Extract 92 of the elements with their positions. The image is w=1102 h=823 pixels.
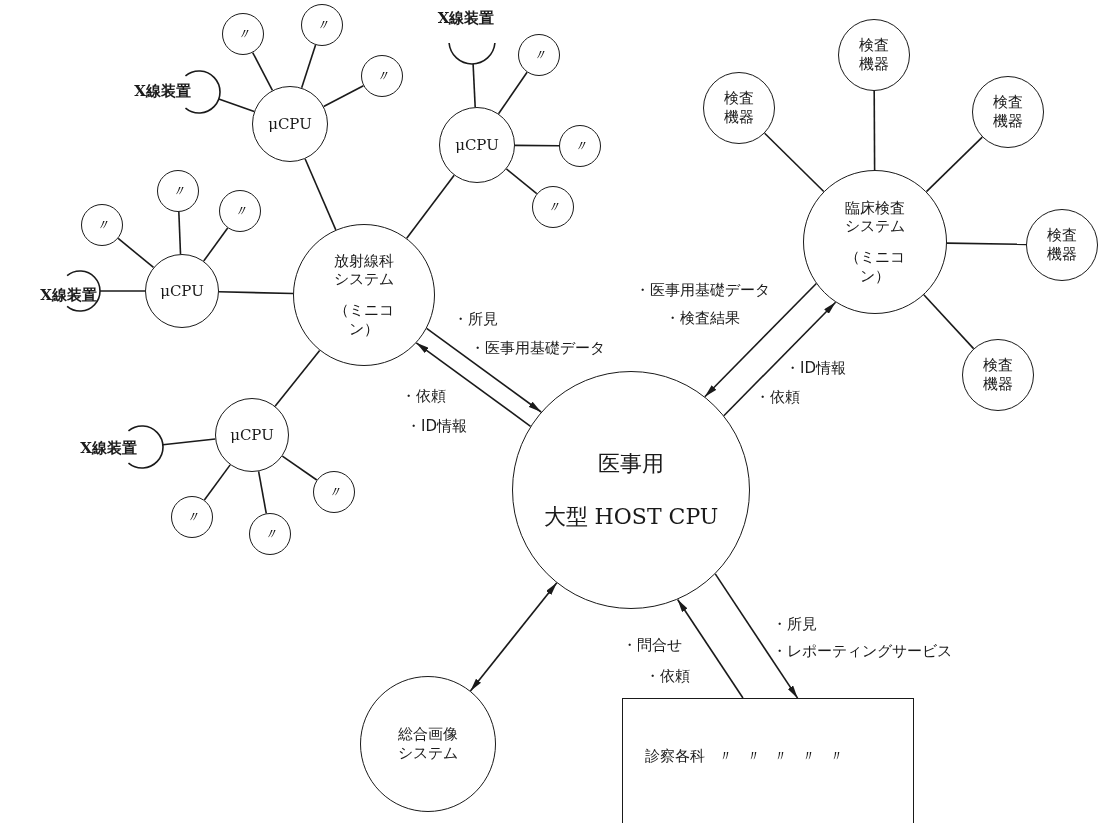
instrument-label: 検査機器 bbox=[992, 93, 1024, 131]
device-circle bbox=[301, 4, 343, 46]
connector-line bbox=[251, 51, 274, 92]
connector-line bbox=[300, 44, 317, 89]
connector-line bbox=[218, 291, 294, 295]
connector-line bbox=[405, 174, 455, 240]
cpu-circle bbox=[439, 107, 515, 183]
x-ray-device-label: X線装置 bbox=[80, 438, 137, 458]
connector-line bbox=[281, 455, 318, 481]
cpu-circle bbox=[215, 398, 289, 472]
arrow bbox=[704, 282, 818, 398]
system-label: 総合画像システム bbox=[397, 725, 459, 763]
device-circle bbox=[361, 55, 403, 97]
data-item-label: ・検査結果 bbox=[665, 308, 740, 328]
data-item-label: ・依頼 bbox=[645, 666, 690, 686]
connector-line bbox=[304, 158, 337, 231]
connector-line bbox=[178, 211, 182, 255]
arrow bbox=[676, 598, 744, 699]
connector-line bbox=[472, 63, 476, 108]
arrow bbox=[714, 573, 799, 699]
connector-line bbox=[497, 71, 528, 115]
host-label: 大型 HOST CPU bbox=[543, 503, 719, 531]
data-item-label: ・ID情報 bbox=[785, 358, 846, 378]
x-ray-device-label: X線装置 bbox=[40, 285, 97, 305]
device-circle bbox=[171, 496, 213, 538]
data-item-label: ・依頼 bbox=[401, 386, 446, 406]
minicomputer-label: （ミニコン） bbox=[844, 248, 906, 286]
arrow bbox=[469, 582, 558, 692]
device-circle bbox=[157, 170, 199, 212]
cpu-label: μCPU bbox=[230, 425, 274, 445]
connector-line bbox=[763, 132, 825, 193]
ditto-mark: 〃 bbox=[262, 524, 278, 544]
ditto-mark: 〃 bbox=[170, 181, 186, 201]
ditto-mark: 〃 bbox=[94, 215, 110, 235]
connector-line bbox=[257, 470, 268, 515]
data-item-label: ・所見 bbox=[772, 614, 817, 634]
device-circle bbox=[81, 204, 123, 246]
data-item-label: ・医事用基礎データ bbox=[635, 280, 770, 300]
system-label: 臨床検査システム bbox=[844, 198, 906, 236]
arrow bbox=[425, 327, 542, 413]
connector-line bbox=[117, 237, 155, 269]
minicomputer-label: （ミニコン） bbox=[333, 301, 395, 339]
connector-line bbox=[946, 242, 1027, 246]
ditto-mark: 〃 bbox=[326, 482, 342, 502]
x-ray-device-label: X線装置 bbox=[134, 81, 191, 101]
data-item-label: ・医事用基礎データ bbox=[470, 338, 605, 358]
connector-line bbox=[203, 464, 231, 501]
connector-line bbox=[322, 84, 365, 108]
connector-line bbox=[202, 227, 229, 262]
connector-line bbox=[925, 136, 984, 193]
department-label: 診察各科 〃 〃 〃 〃 〃 bbox=[645, 746, 844, 766]
x-ray-device-label: X線装置 bbox=[437, 8, 495, 28]
ditto-mark: 〃 bbox=[374, 66, 390, 86]
data-item-label: ・ID情報 bbox=[406, 416, 467, 436]
device-circle bbox=[313, 471, 355, 513]
ditto-mark: 〃 bbox=[184, 507, 200, 527]
cpu-label: μCPU bbox=[268, 114, 312, 134]
device-circle bbox=[222, 13, 264, 55]
ditto-mark: 〃 bbox=[531, 45, 547, 65]
cpu-label: μCPU bbox=[160, 281, 204, 301]
instrument-label: 検査機器 bbox=[982, 356, 1014, 394]
device-circle bbox=[559, 125, 601, 167]
ditto-mark: 〃 bbox=[235, 24, 251, 44]
department-box bbox=[622, 698, 914, 823]
connector-line bbox=[514, 144, 560, 147]
ditto-mark: 〃 bbox=[572, 136, 588, 156]
device-circle bbox=[219, 190, 261, 232]
device-circle bbox=[532, 186, 574, 228]
data-item-label: ・所見 bbox=[453, 309, 498, 329]
data-item-label: ・レポーティングサービス bbox=[772, 641, 952, 661]
connector-line bbox=[162, 438, 217, 446]
data-item-label: ・問合せ bbox=[622, 635, 682, 655]
device-circle bbox=[249, 513, 291, 555]
host-label: 医事用 bbox=[598, 449, 664, 477]
instrument-label: 検査機器 bbox=[1046, 226, 1078, 264]
ditto-mark: 〃 bbox=[545, 197, 561, 217]
connector-line bbox=[218, 98, 255, 113]
system-label: 放射線科システム bbox=[333, 251, 395, 289]
instrument-label: 検査機器 bbox=[858, 36, 890, 74]
connector-line bbox=[505, 168, 538, 195]
device-circle bbox=[518, 34, 560, 76]
ditto-mark: 〃 bbox=[232, 201, 248, 221]
ditto-mark: 〃 bbox=[314, 15, 330, 35]
connector-line bbox=[923, 294, 975, 350]
connector-line bbox=[274, 349, 321, 407]
arrow bbox=[723, 301, 837, 417]
arrow bbox=[415, 342, 532, 428]
data-item-label: ・依頼 bbox=[755, 387, 800, 407]
cpu-label: μCPU bbox=[455, 135, 499, 155]
connector-line bbox=[99, 290, 146, 292]
instrument-label: 検査機器 bbox=[723, 89, 755, 127]
connector-line bbox=[873, 90, 876, 171]
